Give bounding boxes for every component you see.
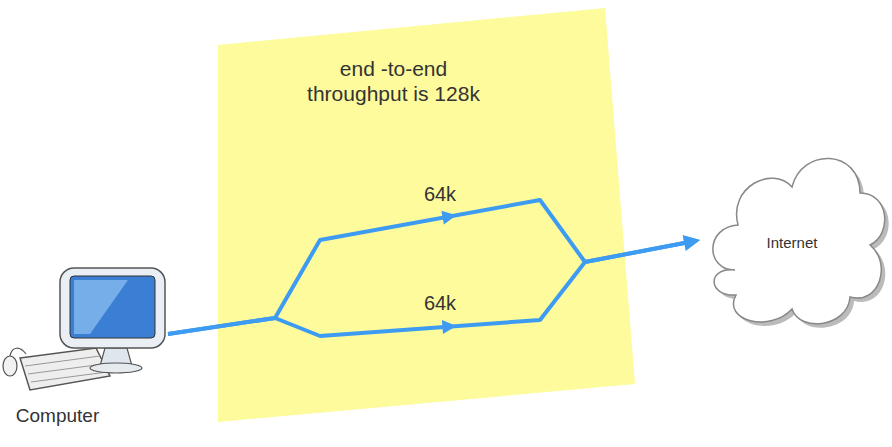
throughput-band: end -to-end throughput is 128k [212, 4, 642, 426]
node-label: Internet [742, 234, 842, 252]
internet-cloud: Internet [700, 135, 888, 335]
label-holder: Internet [742, 234, 842, 252]
arrow-head [683, 235, 700, 251]
screen-highlight [74, 280, 128, 334]
label-holder: 64k [424, 182, 456, 206]
label-holder: end -to-end throughput is 128k [296, 56, 491, 106]
bandwidth-label: 64k [424, 182, 456, 206]
node-label: end -to-end throughput is 128k [296, 56, 491, 106]
node-label: Computer [0, 405, 115, 428]
mouse-cord [10, 348, 26, 356]
mouse [3, 356, 17, 376]
bandwidth-label: 64k [424, 291, 456, 315]
cloud-outline [713, 158, 885, 323]
monitor-base [90, 363, 142, 373]
label-holder: 64k [424, 291, 456, 315]
monitor-body [60, 268, 165, 348]
monitor-screen [70, 276, 155, 338]
arrow-head [683, 235, 700, 251]
label-holder: Computer [0, 405, 115, 428]
band-fill [218, 8, 635, 422]
computer-icon: Computer [0, 262, 168, 434]
